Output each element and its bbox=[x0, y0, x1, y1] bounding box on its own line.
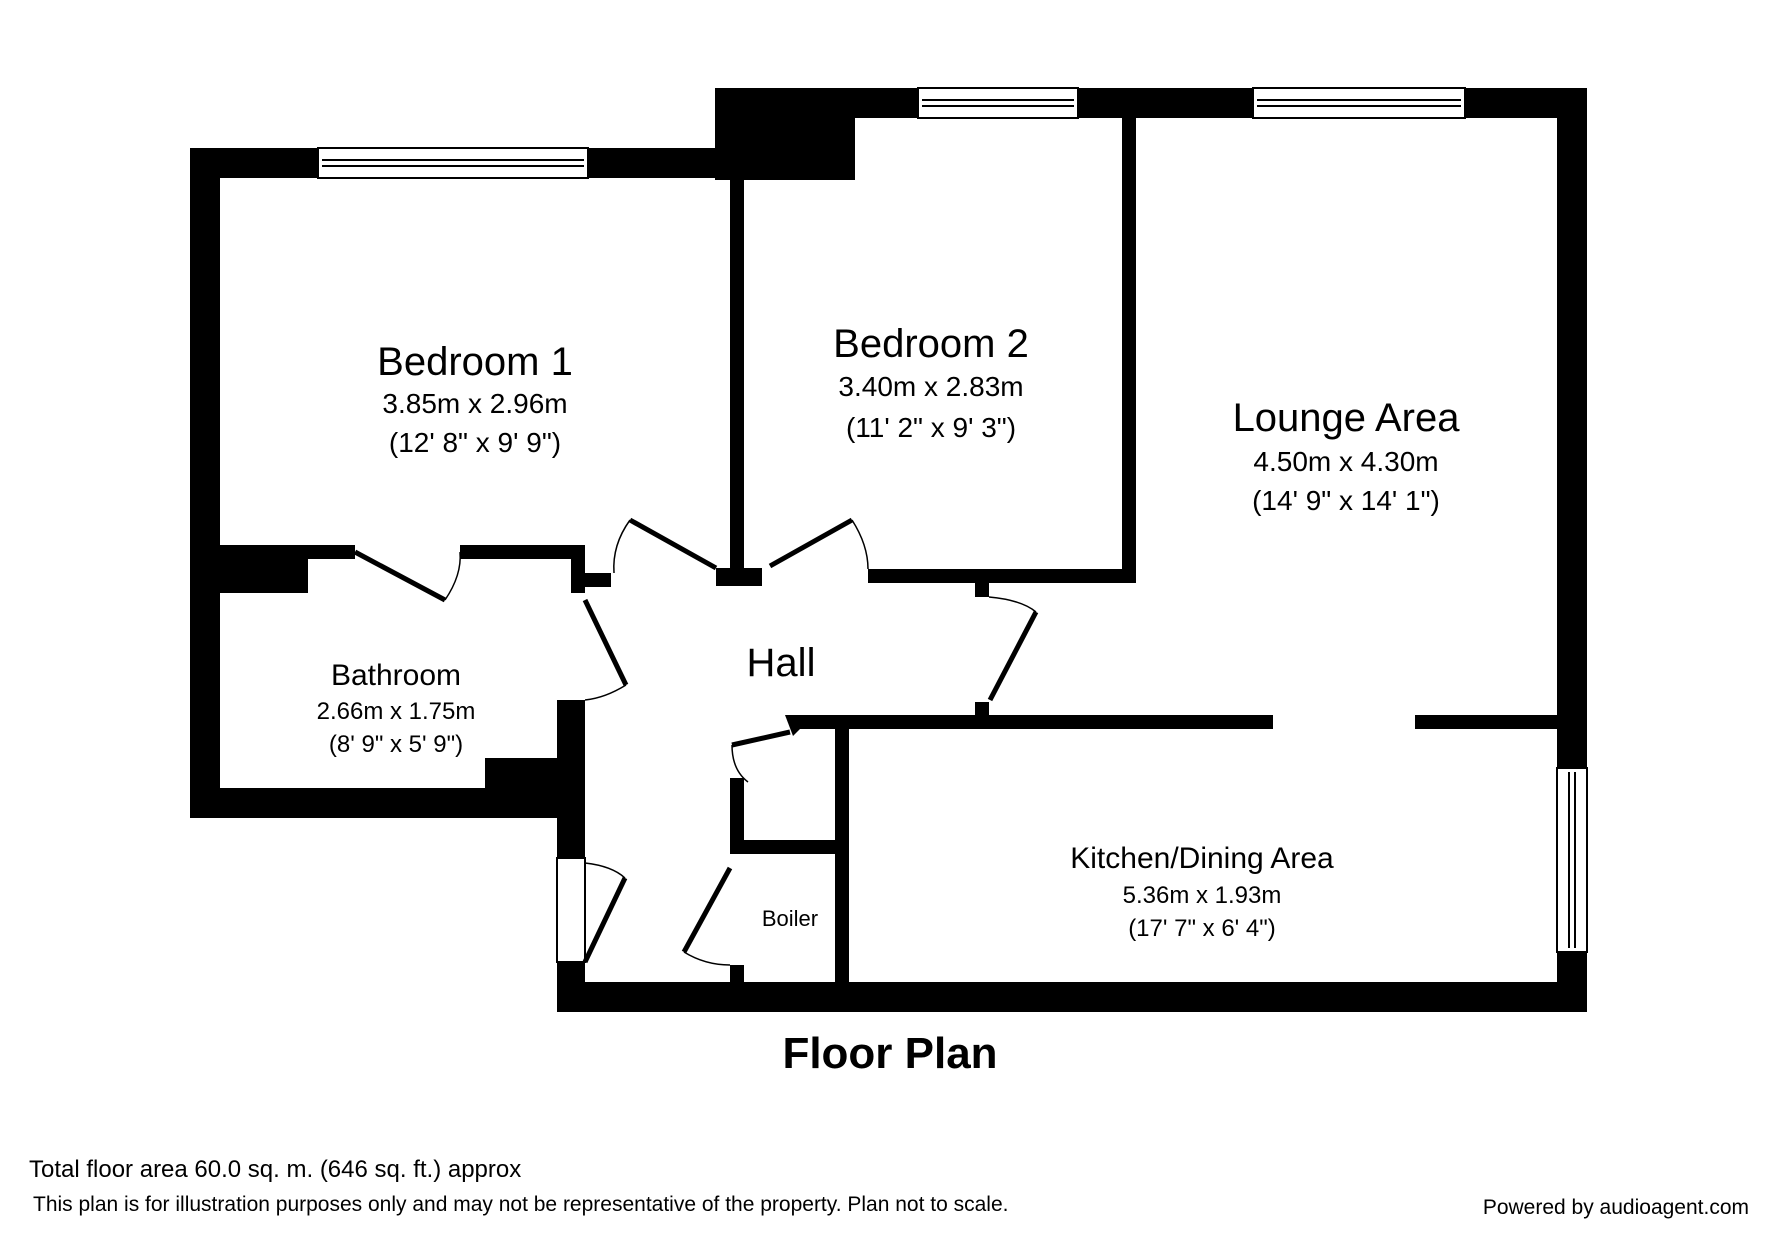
door-bathroom bbox=[582, 598, 629, 701]
room-metric: 3.85m x 2.96m bbox=[382, 388, 567, 419]
room-bedroom1: Bedroom 1 3.85m x 2.96m (12' 8" x 9' 9") bbox=[377, 340, 573, 458]
wall-boiler-left-lower bbox=[730, 965, 744, 982]
entrance-door-frame bbox=[556, 857, 586, 963]
door-boiler bbox=[681, 866, 733, 966]
door-lounge bbox=[987, 596, 1039, 702]
wall-bathroom-right bbox=[571, 700, 585, 788]
room-imperial: (8' 9" x 5' 9") bbox=[329, 731, 463, 758]
wall-lounge-door-jamb-top bbox=[975, 583, 989, 597]
room-imperial: (14' 9" x 14' 1") bbox=[1252, 485, 1440, 516]
wall-right-outer-upper bbox=[1557, 88, 1587, 768]
room-name: Kitchen/Dining Area bbox=[1070, 842, 1334, 875]
wall-bedroom2-lounge-divider bbox=[1122, 118, 1136, 583]
room-imperial: (17' 7" x 6' 4") bbox=[1128, 915, 1276, 942]
window-kitchen bbox=[1556, 767, 1588, 953]
room-imperial: (12' 8" x 9' 9") bbox=[389, 427, 561, 458]
window-bedroom1 bbox=[317, 147, 589, 179]
wall-entrance-left-lower bbox=[557, 962, 585, 1012]
room-hall: Hall bbox=[747, 641, 816, 685]
room-lounge: Lounge Area 4.50m x 4.30m (14' 9" x 14' … bbox=[1233, 396, 1461, 516]
door-bedroom2 bbox=[768, 517, 869, 570]
powered-by-credit: Powered by audioagent.com bbox=[1482, 1196, 1749, 1219]
door-bedroom1 bbox=[353, 549, 461, 603]
room-name: Bathroom bbox=[331, 659, 461, 692]
doors bbox=[353, 517, 1039, 966]
room-metric: 4.50m x 4.30m bbox=[1253, 446, 1438, 477]
wall-bedroom-divider-foot bbox=[716, 568, 762, 586]
room-bedroom2: Bedroom 2 3.40m x 2.83m (11' 2" x 9' 3") bbox=[833, 322, 1029, 443]
room-kitchen: Kitchen/Dining Area 5.36m x 1.93m (17' 7… bbox=[1070, 842, 1334, 942]
room-name: Hall bbox=[747, 641, 816, 685]
walls bbox=[190, 88, 1587, 1012]
wall-bathroom-right-stub2 bbox=[571, 573, 611, 587]
wall-boiler-left-upper bbox=[730, 778, 744, 854]
total-floor-area: Total floor area 60.0 sq. m. (646 sq. ft… bbox=[29, 1156, 522, 1183]
disclaimer-text: This plan is for illustration purposes o… bbox=[33, 1193, 1009, 1216]
room-name: Bedroom 2 bbox=[833, 322, 1029, 366]
wall-left-outer bbox=[190, 148, 220, 818]
room-metric: 3.40m x 2.83m bbox=[838, 371, 1023, 402]
wall-bedroom2-bottom bbox=[868, 569, 1136, 583]
door-entrance bbox=[582, 862, 628, 964]
room-metric: 2.66m x 1.75m bbox=[317, 698, 476, 725]
room-name: Bedroom 1 bbox=[377, 340, 573, 384]
wall-kitchen-corner-wedge bbox=[785, 715, 800, 736]
wall-boiler-top bbox=[730, 840, 835, 854]
wall-bedroom-divider bbox=[730, 178, 744, 568]
window-lounge bbox=[1252, 87, 1466, 119]
room-bathroom: Bathroom 2.66m x 1.75m (8' 9" x 5' 9") bbox=[317, 659, 476, 758]
windows bbox=[317, 87, 1588, 963]
plan-title: Floor Plan bbox=[782, 1029, 997, 1078]
room-imperial: (11' 2" x 9' 3") bbox=[846, 412, 1016, 443]
wall-bedroom1-bottom-right bbox=[460, 545, 585, 559]
room-labels: Bedroom 1 3.85m x 2.96m (12' 8" x 9' 9")… bbox=[317, 322, 1461, 942]
wall-bottom-outer bbox=[557, 982, 1587, 1012]
room-metric: 5.36m x 1.93m bbox=[1123, 882, 1282, 909]
wall-kitchen-left bbox=[835, 729, 849, 982]
room-name: Lounge Area bbox=[1233, 396, 1461, 440]
wall-kitchen-top-left bbox=[800, 715, 1273, 729]
room-name: Boiler bbox=[762, 906, 818, 931]
window-bedroom2 bbox=[917, 87, 1079, 119]
room-boiler: Boiler bbox=[762, 906, 818, 931]
wall-bathroom-block bbox=[220, 545, 308, 593]
door-bedroom1-hall bbox=[613, 517, 718, 574]
door-cupboard bbox=[731, 729, 791, 783]
wall-kitchen-top-right bbox=[1415, 715, 1557, 729]
wall-lounge-door-jamb-bottom bbox=[975, 702, 989, 716]
